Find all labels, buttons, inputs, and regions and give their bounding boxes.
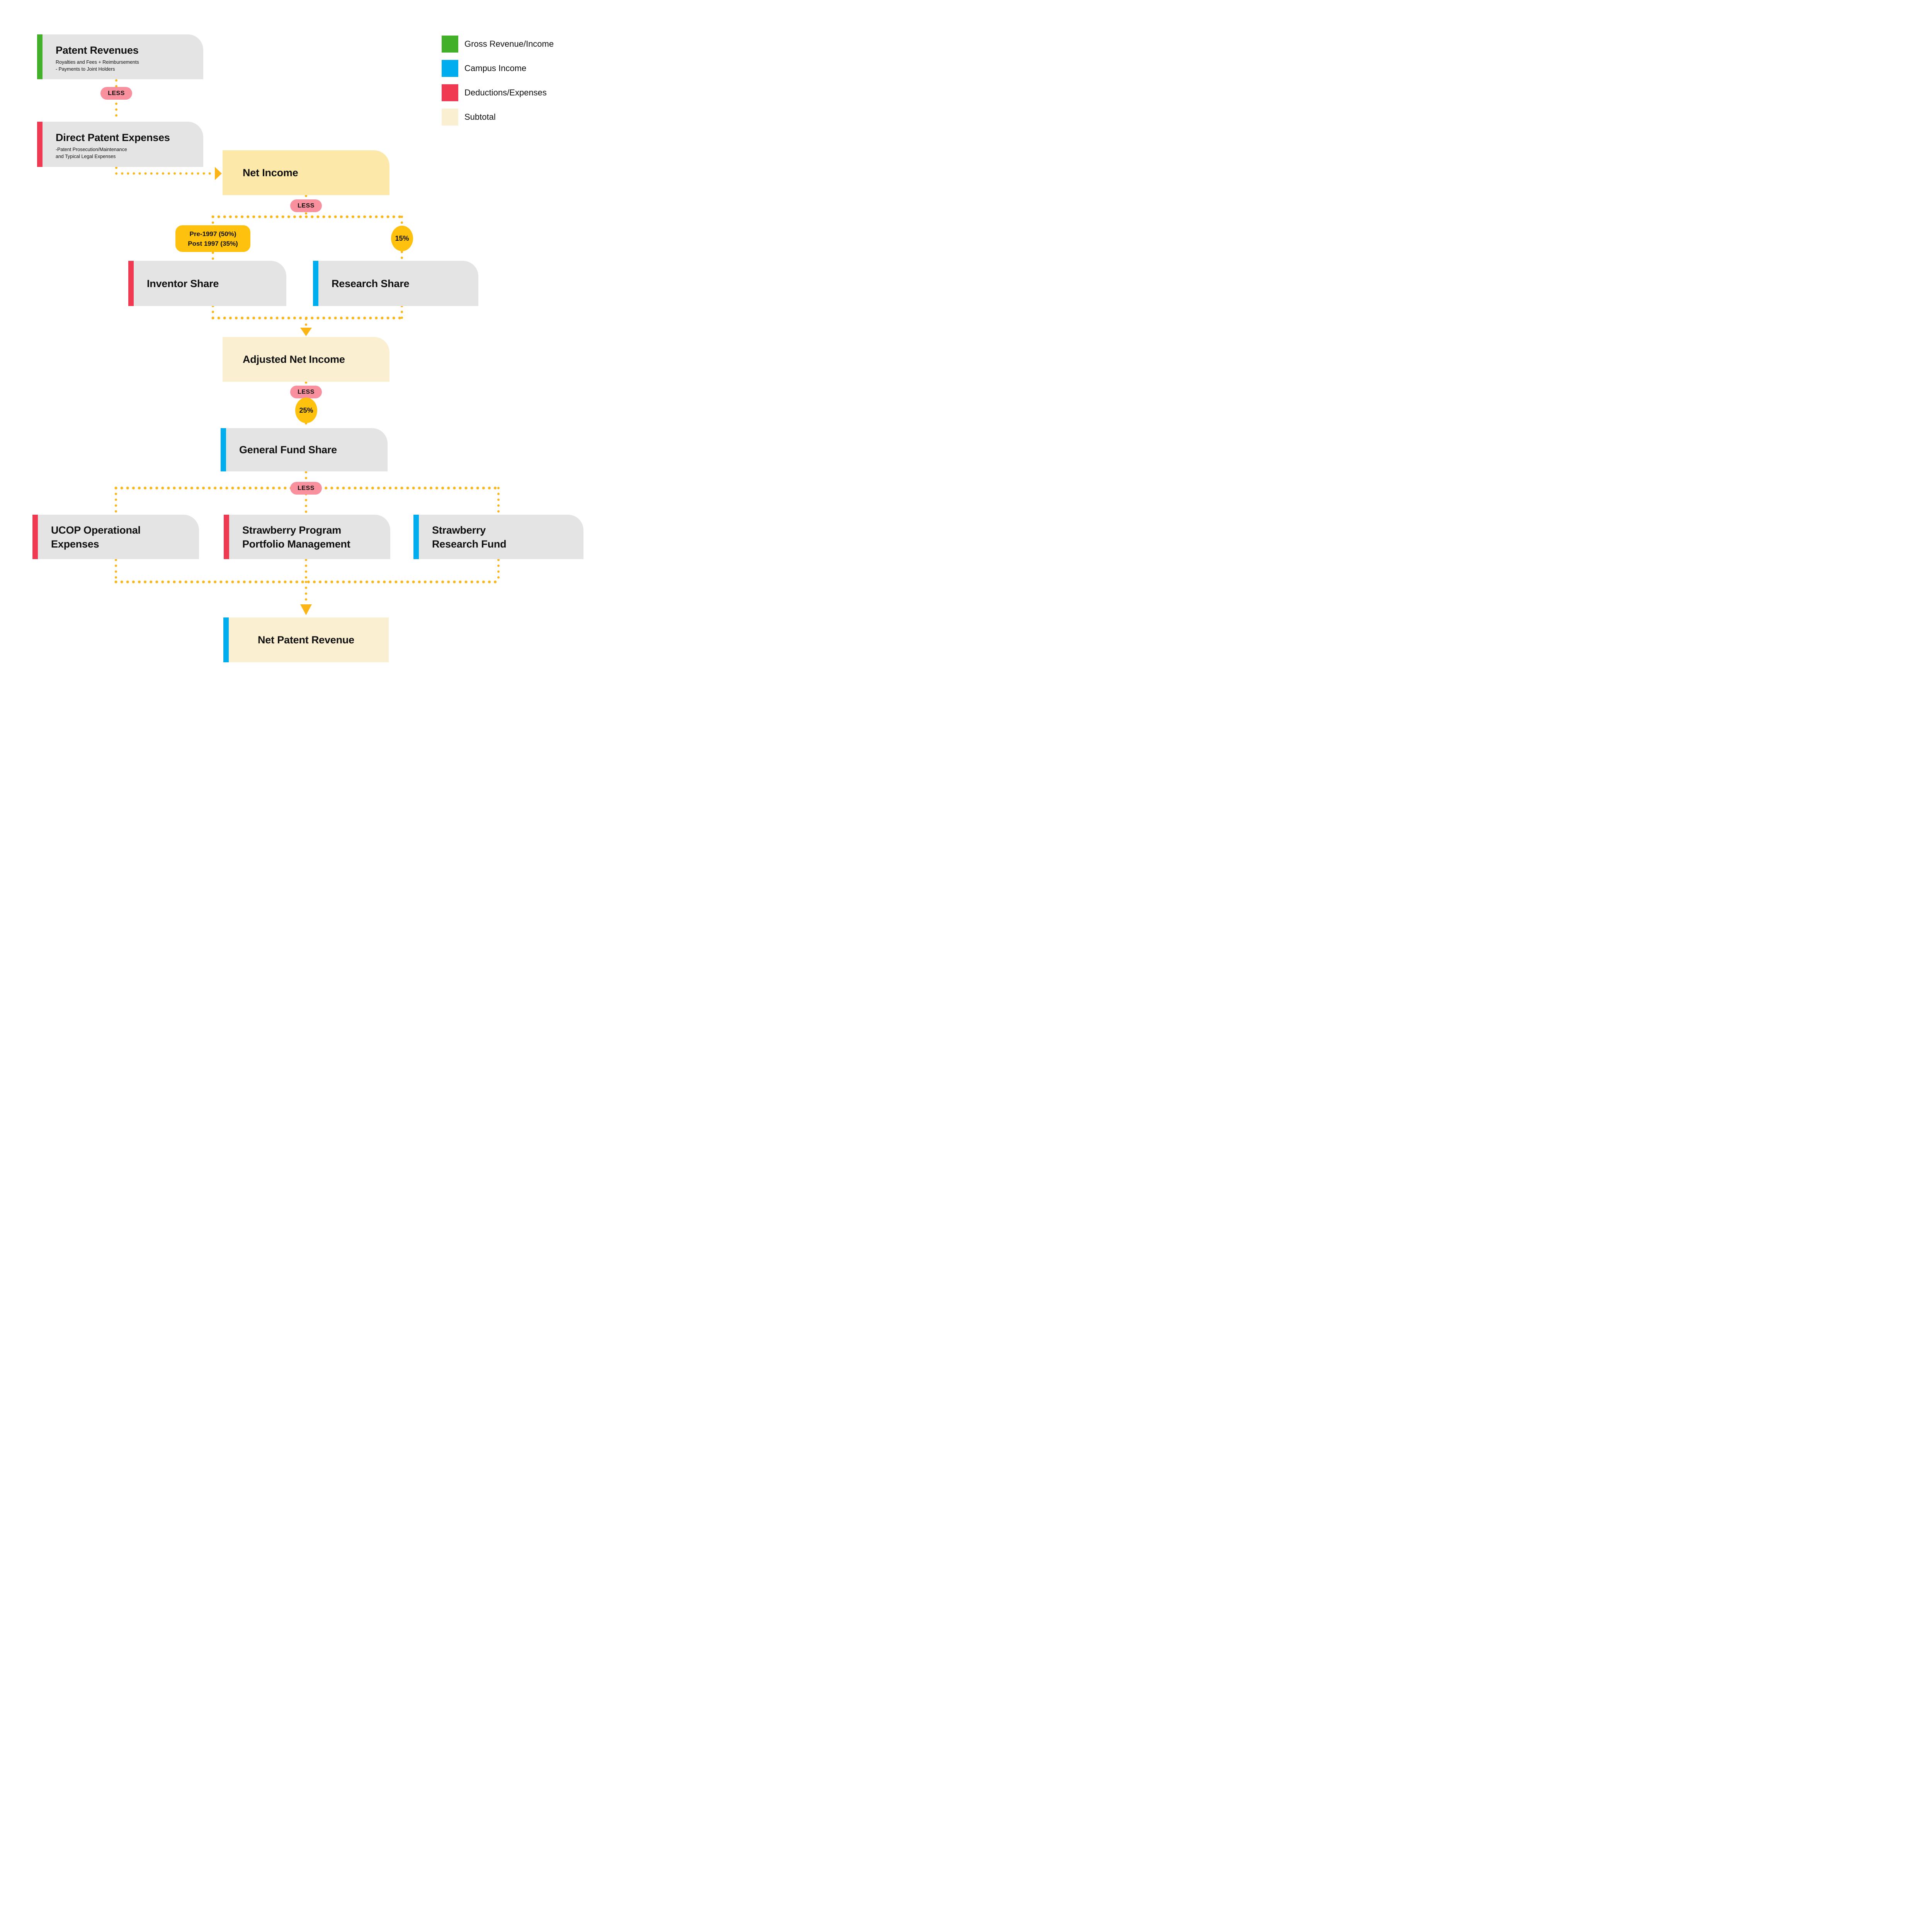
node-strawberry-research-fund: Strawberry Research Fund <box>413 515 583 559</box>
campus-income-accent-bar <box>223 617 229 662</box>
node-title: Net Patent Revenue <box>258 634 354 646</box>
rate-line: Pre-1997 (50%) <box>189 230 236 238</box>
less-label: LESS <box>108 90 125 97</box>
node-title: Patent Revenues <box>56 44 139 56</box>
campus-income-accent-bar <box>313 261 318 306</box>
inventor-share-rate-badge: Pre-1997 (50%) Post 1997 (35%) <box>175 225 250 252</box>
research-share-rate-circle: 15% <box>391 226 413 251</box>
node-title: Direct Patent Expenses <box>56 132 170 143</box>
node-title: Inventor Share <box>147 277 219 289</box>
node-inventor-share: Inventor Share <box>128 261 286 306</box>
subtitle-line: -Patent Prosecution/Maintenance <box>56 147 127 152</box>
arrow-down-icon <box>300 604 312 615</box>
connector-dpe-to-netincome <box>115 167 213 175</box>
rate-line: Post 1997 (35%) <box>188 240 238 247</box>
legend-swatch-green <box>442 36 458 53</box>
node-patent-revenues: Patent Revenues Royalties and Fees + Rei… <box>37 34 203 79</box>
node-adjusted-net-income: Adjusted Net Income <box>223 337 389 382</box>
legend-swatch-cream <box>442 109 458 126</box>
legend-swatch-blue <box>442 60 458 77</box>
patent-revenue-flowchart: Patent Revenues Royalties and Fees + Rei… <box>0 0 612 676</box>
deductions-accent-bar <box>32 515 38 559</box>
legend-item-subtotal: Subtotal <box>442 109 496 126</box>
deductions-accent-bar <box>224 515 229 559</box>
legend-item-campus-income: Campus Income <box>442 60 526 77</box>
gross-revenue-accent-bar <box>37 34 43 79</box>
title-line: Strawberry Program <box>242 524 341 536</box>
title-line: Portfolio Management <box>242 538 350 550</box>
less-pill: LESS <box>290 199 322 212</box>
node-title: UCOP Operational Expenses <box>51 523 141 551</box>
arrow-right-icon <box>215 167 222 180</box>
legend-label: Campus Income <box>464 63 527 73</box>
node-title: Strawberry Research Fund <box>432 523 507 551</box>
legend-item-gross-revenue: Gross Revenue/Income <box>442 36 554 53</box>
less-label: LESS <box>298 388 315 395</box>
less-pill: LESS <box>290 386 322 398</box>
node-subtitle: -Patent Prosecution/Maintenance and Typi… <box>56 146 196 160</box>
node-research-share: Research Share <box>313 261 478 306</box>
node-net-patent-revenue: Net Patent Revenue <box>223 617 389 662</box>
node-net-income: Net Income <box>223 150 389 195</box>
legend-label: Gross Revenue/Income <box>464 39 554 49</box>
less-pill: LESS <box>290 482 322 495</box>
subtitle-line: - Payments to Joint Holders <box>56 66 115 72</box>
campus-income-accent-bar <box>221 428 226 471</box>
node-strawberry-program-portfolio-management: Strawberry Program Portfolio Management <box>224 515 390 559</box>
subtitle-line: Royalties and Fees + Reimbursements <box>56 60 139 65</box>
less-label: LESS <box>298 485 315 492</box>
node-title: Adjusted Net Income <box>243 354 345 365</box>
title-line: Expenses <box>51 538 99 550</box>
node-title: Strawberry Program Portfolio Management <box>242 523 350 551</box>
node-general-fund-share: General Fund Share <box>221 428 388 471</box>
node-title: Research Share <box>332 277 410 289</box>
legend-swatch-red <box>442 84 458 101</box>
legend-item-deductions: Deductions/Expenses <box>442 84 547 101</box>
node-ucop-operational-expenses: UCOP Operational Expenses <box>32 515 199 559</box>
node-title: Net Income <box>243 167 298 179</box>
title-line: Strawberry <box>432 524 486 536</box>
less-pill: LESS <box>100 87 132 100</box>
title-line: UCOP Operational <box>51 524 141 536</box>
node-title: General Fund Share <box>239 444 337 456</box>
general-fund-rate-circle: 25% <box>295 398 317 423</box>
rate-value: 15% <box>395 234 409 242</box>
arrow-down-icon <box>300 328 312 336</box>
subtitle-line: and Typical Legal Expenses <box>56 153 116 159</box>
less-label: LESS <box>298 202 315 209</box>
node-direct-patent-expenses: Direct Patent Expenses -Patent Prosecuti… <box>37 122 203 167</box>
campus-income-accent-bar <box>413 515 419 559</box>
legend-label: Deductions/Expenses <box>464 88 547 97</box>
deductions-accent-bar <box>128 261 134 306</box>
node-subtitle: Royalties and Fees + Reimbursements - Pa… <box>56 59 196 73</box>
rate-value: 25% <box>299 406 313 414</box>
deductions-accent-bar <box>37 122 43 167</box>
title-line: Research Fund <box>432 538 507 550</box>
legend-label: Subtotal <box>464 112 496 122</box>
